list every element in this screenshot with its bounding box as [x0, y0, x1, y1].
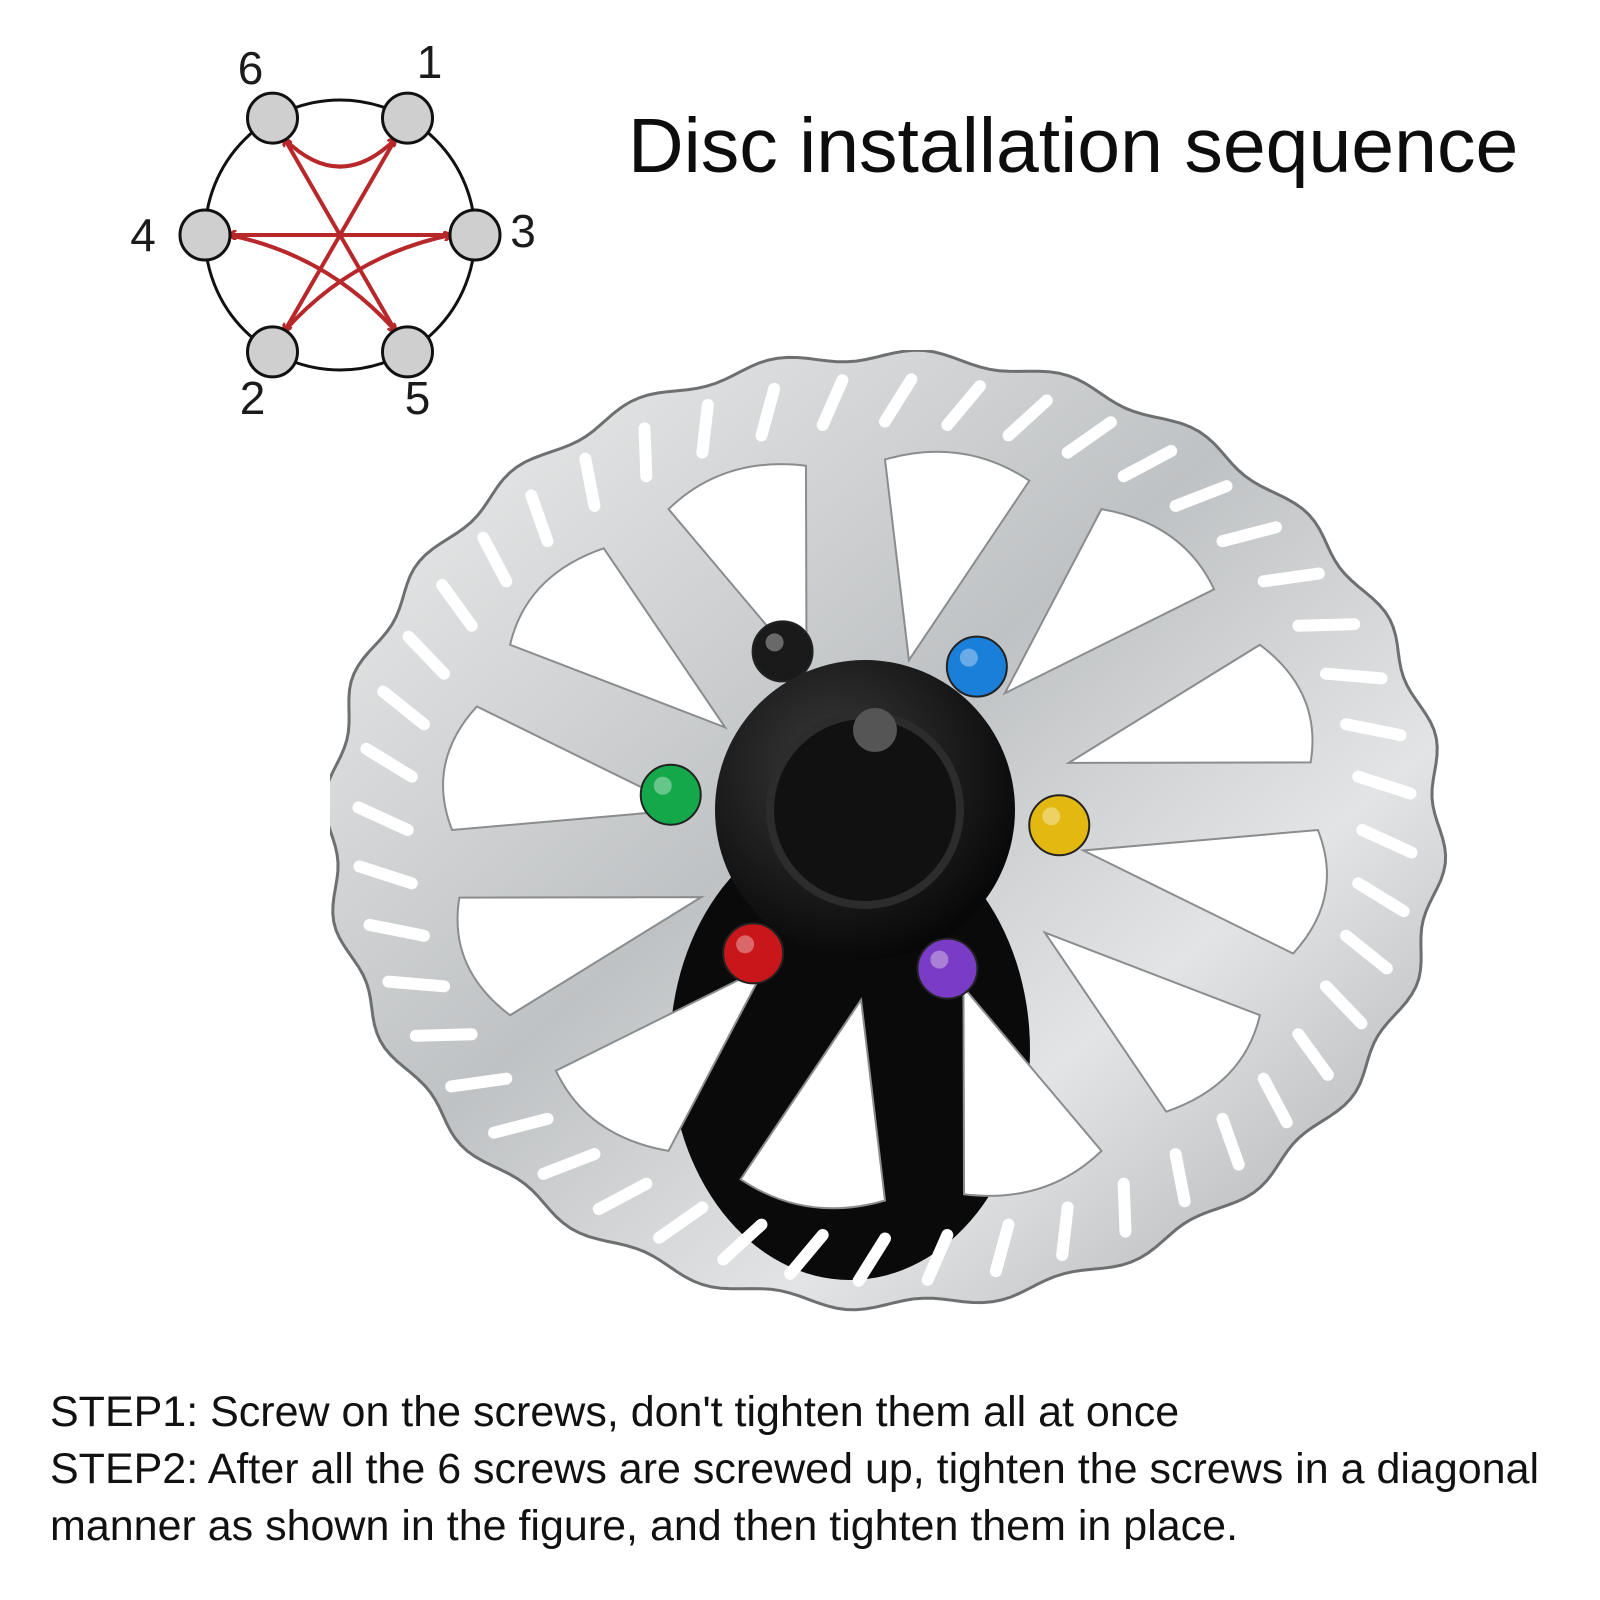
bolt-highlight: [765, 633, 784, 652]
cooling-slot: [1216, 1112, 1245, 1171]
spoke-cutout: [1079, 828, 1328, 955]
bolt-hole-5: [381, 325, 434, 379]
cooling-slot: [409, 1028, 478, 1042]
cooling-slot: [1056, 1201, 1074, 1262]
spoke-cutout: [1065, 643, 1314, 764]
cooling-slot: [1117, 1177, 1132, 1238]
cooling-slot: [592, 1177, 653, 1216]
cooling-slot: [579, 452, 601, 512]
spoke-cutout: [456, 896, 705, 1017]
cooling-slot: [1319, 667, 1388, 685]
cooling-slot: [1257, 1072, 1293, 1129]
bolt-highlight: [653, 776, 672, 795]
bolt-hole-2: [246, 325, 299, 379]
bolt-hole-4: [178, 208, 232, 262]
cooling-slot: [1257, 567, 1325, 588]
cooling-slot: [352, 801, 414, 836]
cooling-slot: [1352, 770, 1417, 800]
cooling-slot: [638, 422, 653, 483]
cooling-slot: [816, 374, 849, 431]
rotor-bolt: [722, 922, 785, 985]
cooling-slot: [1319, 980, 1368, 1030]
bolt-highlight: [736, 935, 755, 954]
spoke-cutout: [508, 547, 728, 730]
cooling-slot: [653, 1201, 709, 1244]
cooling-slot: [1002, 394, 1053, 442]
bolt-label-1: 1: [417, 36, 443, 88]
rotor-disc: [330, 350, 1448, 1312]
cooling-slot: [852, 1232, 891, 1287]
cooling-slot: [382, 975, 451, 993]
cooling-slot: [477, 531, 513, 588]
cooling-slot: [784, 1229, 829, 1280]
spoke-cutout: [442, 705, 691, 832]
cooling-slot: [1061, 416, 1117, 459]
tightening-arrows: [229, 139, 450, 331]
tightening-arrow: [228, 233, 395, 331]
rotor-bolt: [1028, 794, 1091, 857]
cooling-slot: [377, 685, 430, 731]
cooling-slot: [1340, 718, 1407, 742]
cooling-slot: [879, 373, 918, 428]
cooling-slot: [1216, 521, 1282, 548]
page-title: Disc installation sequence: [628, 103, 1519, 189]
spoke-cutout: [883, 450, 1031, 664]
cooling-slot: [445, 1072, 513, 1093]
bolt-highlight: [930, 950, 949, 969]
bolt-label-3: 3: [510, 205, 536, 257]
cooling-slot: [755, 382, 781, 442]
bolt-hole-1: [381, 91, 434, 145]
axle-hole: [853, 708, 897, 752]
spoke-cutout: [667, 463, 808, 676]
bolt-label-5: 5: [405, 372, 431, 420]
cooling-slot: [941, 380, 986, 431]
cooling-slot: [1352, 877, 1410, 918]
spoke-cutout: [962, 984, 1103, 1197]
spoke-cutout: [1002, 508, 1216, 696]
tightening-arrow: [283, 139, 396, 169]
cooling-slot: [360, 742, 418, 783]
cooling-slot: [1292, 618, 1361, 632]
cooling-slot: [525, 489, 554, 548]
spoke-cutout: [1042, 930, 1262, 1113]
cooling-slot: [989, 1218, 1015, 1278]
rotor-bolt: [639, 763, 702, 826]
spoke-cutout: [739, 996, 887, 1210]
spoke-cutout: [554, 964, 768, 1152]
cooling-slot: [1117, 444, 1178, 483]
bolt-hole-3: [448, 208, 502, 262]
instructions: STEP1: Screw on the screws, don't tighte…: [50, 1384, 1570, 1555]
rotor-bolt: [916, 937, 979, 1000]
rotor-bolt: [751, 620, 814, 683]
cooling-slot: [1356, 824, 1418, 859]
bolt-label-2: 2: [240, 372, 266, 420]
rotor-bolt: [945, 635, 1008, 698]
step-1-text: STEP1: Screw on the screws, don't tighte…: [50, 1388, 1180, 1436]
bolt-label-6: 6: [238, 42, 264, 94]
bolt-holes: [178, 91, 502, 379]
cooling-slot: [921, 1229, 954, 1286]
bolt-highlight: [959, 648, 978, 667]
bolt-labels: 1 2 3 4 5 6: [130, 36, 536, 420]
bolt-label-4: 4: [130, 209, 156, 261]
cooling-slot: [1169, 480, 1233, 512]
cooling-slot: [537, 1148, 601, 1180]
cooling-slot: [402, 630, 451, 680]
cooling-slot: [717, 1218, 768, 1266]
bolt-highlight: [1042, 807, 1061, 826]
cooling-slot: [696, 398, 714, 459]
cooling-slot: [1292, 1028, 1334, 1081]
step-2-text: STEP2: After all the 6 screws are screwe…: [50, 1445, 1540, 1550]
cooling-slot: [436, 579, 478, 632]
cooling-slot: [1169, 1148, 1191, 1208]
cooling-slot: [488, 1112, 554, 1139]
brake-rotor-image: [330, 350, 1448, 1312]
cooling-slot: [353, 860, 418, 890]
cooling-slot: [363, 918, 430, 942]
bolt-hole-6: [246, 91, 299, 145]
bolt-sequence-diagram: 1 2 3 4 5 6: [130, 36, 536, 420]
tightening-arrow: [285, 139, 398, 332]
cooling-slot: [1340, 929, 1393, 975]
